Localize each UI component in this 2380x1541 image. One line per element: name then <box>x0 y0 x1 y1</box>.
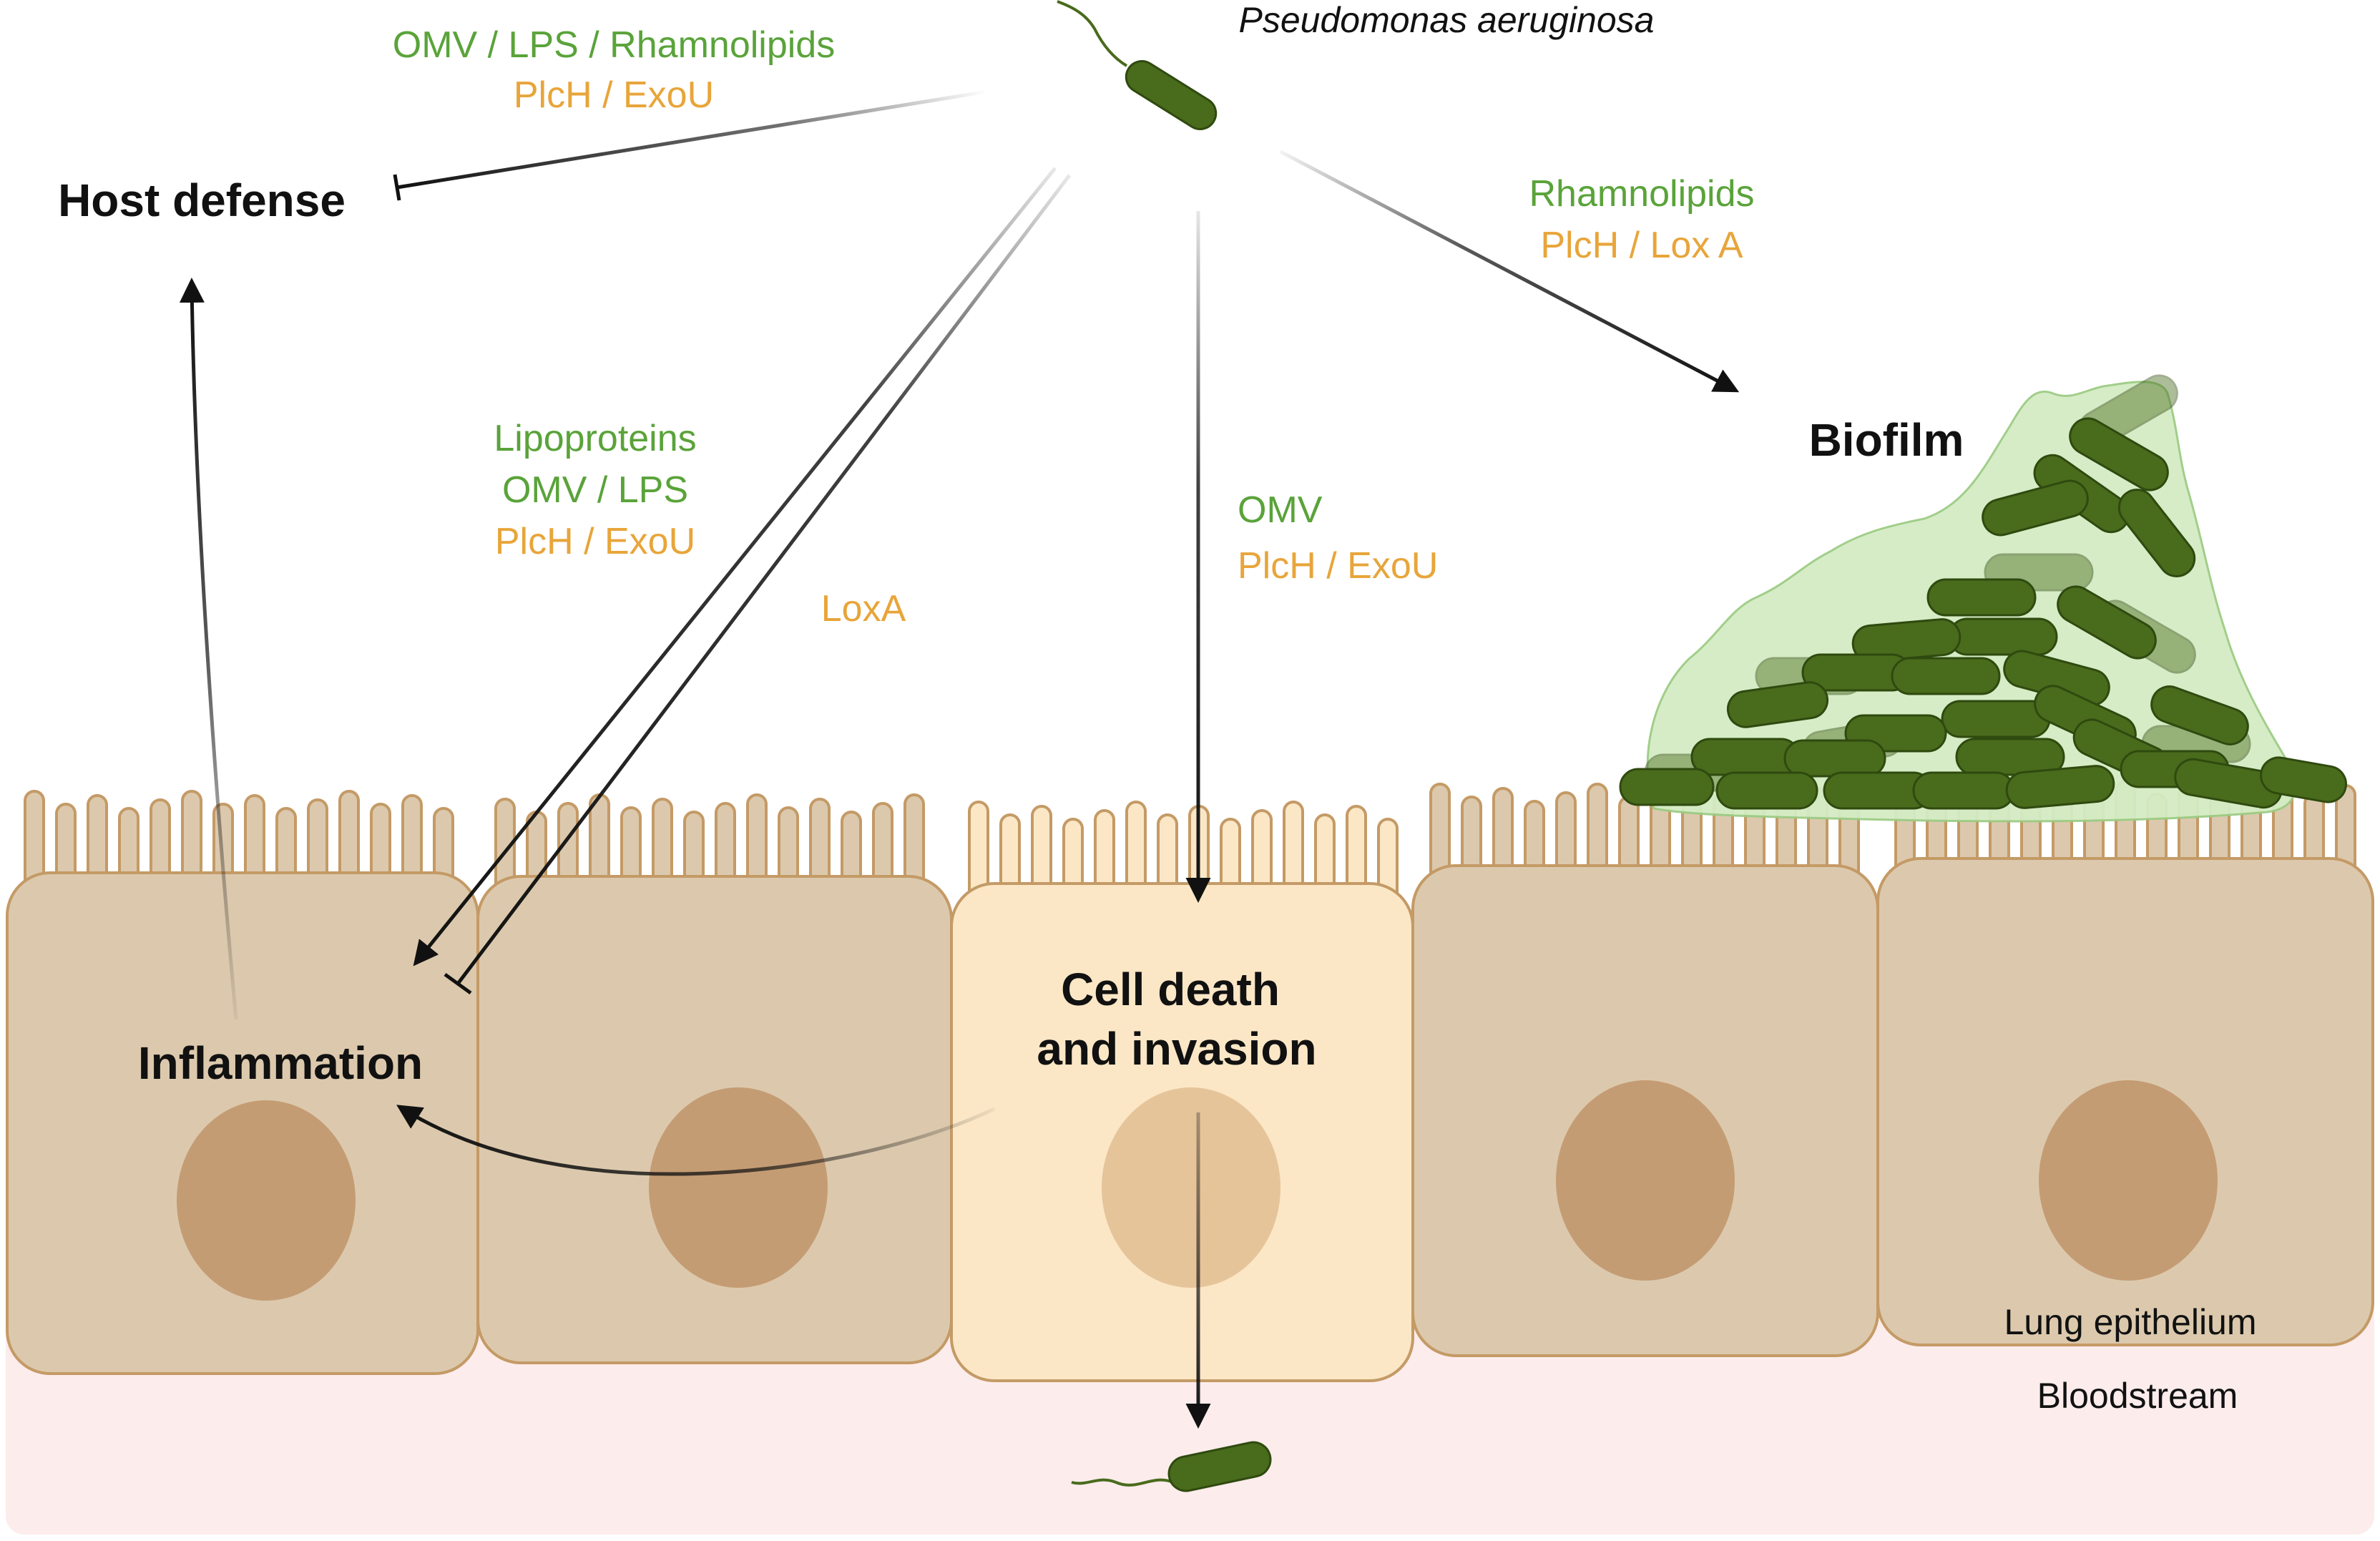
lung-epithelium <box>6 776 2374 1382</box>
biofilm-bacterium <box>1690 738 1801 776</box>
arrow-to-host-defense <box>179 278 238 1020</box>
biofilm-bacterium <box>2069 417 2169 491</box>
biofilm-factors-green: Rhamnolipids <box>1529 173 1754 215</box>
biofilm-bacterium <box>2150 685 2249 745</box>
biofilm-bacterium <box>1941 700 2051 738</box>
inhibit-host-defense-line <box>396 89 988 190</box>
arrow-to-inflammation <box>413 167 1057 967</box>
host-defense-factors-orange: PlcH / ExoU <box>514 74 714 116</box>
biofilm-bacterium <box>1619 768 1715 806</box>
nucleus <box>1556 1080 1735 1281</box>
biofilm-bacterium <box>1948 617 2058 656</box>
biofilm-factors-orange: PlcH / Lox A <box>1540 225 1743 266</box>
inflammation-label: Inflammation <box>138 1037 423 1089</box>
arrows <box>179 89 1740 1429</box>
inflammation-factors-orange: PlcH / ExoU <box>495 521 695 562</box>
biofilm-bacterium <box>1715 771 1818 810</box>
biofilm-cluster <box>1619 374 2347 823</box>
cell-death-label-line1: Cell death <box>1061 964 1280 1015</box>
cell-death-factors-orange: PlcH / ExoU <box>1238 545 1438 587</box>
biofilm-bacterium <box>2057 585 2157 660</box>
biofilm-bacterium <box>1726 681 1829 728</box>
bacterium-bloodstream-flagellum <box>1071 1478 1174 1487</box>
biofilm-bacteria <box>1619 417 2347 810</box>
epithelial-cell-4 <box>1411 783 1879 1357</box>
biofilm-bacterium <box>1783 739 1886 778</box>
lung-epithelium-label: Lung epithelium <box>2004 1302 2256 1342</box>
inhibit-inflammation-bar <box>444 972 472 995</box>
host-defense-label: Host defense <box>58 175 346 226</box>
inflammation-factors-green-2: OMV / LPS <box>502 469 688 511</box>
inflammation-factors-green-1: Lipoproteins <box>494 418 696 459</box>
inhibit-inflammation-line <box>456 174 1071 985</box>
epithelial-cell-5 <box>1876 776 2374 1346</box>
biofilm-bacterium <box>1982 479 2089 537</box>
epithelial-cell-1 <box>6 790 479 1375</box>
cell-death-label-line2: and invasion <box>1037 1023 1316 1075</box>
host-defense-factors-green: OMV / LPS / Rhamnolipids <box>393 24 835 66</box>
bloodstream-label: Bloodstream <box>2037 1376 2238 1416</box>
epithelial-cell-2 <box>476 793 953 1364</box>
loxa-label: LoxA <box>821 588 906 630</box>
nucleus <box>177 1100 356 1301</box>
biofilm-label: Biofilm <box>1809 414 1964 466</box>
biofilm-bacterium <box>1955 738 2065 776</box>
organism-label: Pseudomonas aeruginosa <box>1239 0 1655 40</box>
bacterium-bloodstream <box>1071 1441 1272 1492</box>
arrow-cell-death-to-inflammation <box>396 1105 996 1176</box>
biofilm-bacterium <box>2117 489 2196 577</box>
nucleus <box>1102 1087 1280 1288</box>
bacterium-top <box>1057 0 1218 130</box>
bacterium-top-flagellum <box>1057 0 1128 67</box>
biofilm-bacterium <box>2005 765 2115 809</box>
nucleus <box>2039 1080 2218 1281</box>
arrow-to-biofilm <box>1279 150 1740 393</box>
nucleus <box>649 1087 828 1288</box>
epithelial-cell-3 <box>950 801 1414 1382</box>
inhibit-host-defense-bar <box>393 174 401 201</box>
bacterium-bloodstream-body <box>1167 1441 1272 1492</box>
biofilm-bacterium <box>2260 756 2347 803</box>
bacterium-top-body <box>1125 60 1218 130</box>
biofilm-bacterium <box>1891 657 2001 695</box>
biofilm-bacterium <box>1926 578 2037 617</box>
biofilm-bacterium <box>1912 771 2015 810</box>
cell-death-factors-green: OMV <box>1238 489 1323 531</box>
